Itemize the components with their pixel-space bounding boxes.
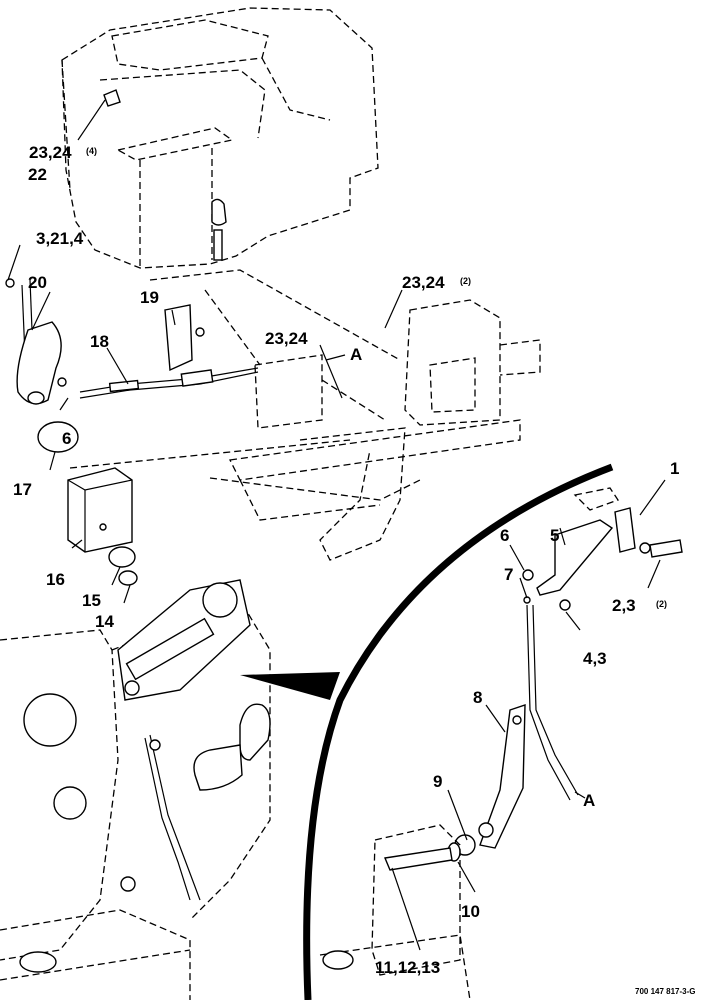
threaded-rod-icon <box>213 229 223 261</box>
drawing-part-number: 700 147 817-3-G <box>635 987 696 996</box>
callout-16: 16 <box>46 570 65 589</box>
callout-2-3-2-qty: (2) <box>656 599 667 609</box>
callout-4-3: 4,3 <box>583 649 607 668</box>
plate-1-icon <box>614 507 636 553</box>
bolt-11-icon <box>384 847 453 871</box>
callout-14: 14 <box>95 612 114 631</box>
callout-5: 5 <box>550 526 559 545</box>
callout-a-bottom: A <box>583 791 595 810</box>
shift-cable <box>79 367 259 399</box>
callout-labels: 23,24 (4) 22 3,21,4 20 19 18 6 17 16 15 … <box>13 143 679 977</box>
callout-23-24: 23,24 <box>265 329 308 348</box>
boot-icon <box>37 421 79 453</box>
console-housing <box>61 7 379 269</box>
callout-18: 18 <box>90 332 109 351</box>
bracket-19-icon <box>164 304 193 372</box>
callout-19: 19 <box>140 288 159 307</box>
bracket-8-icon <box>479 704 526 849</box>
callout-11-12-13: 11,12,13 <box>375 958 440 977</box>
console-bolt-icon <box>103 89 121 107</box>
shift-lever-assembly <box>5 198 227 453</box>
callout-6-right: 6 <box>500 526 509 545</box>
callout-6-left: 6 <box>62 429 71 448</box>
cover-box <box>67 467 138 586</box>
callout-8: 8 <box>473 688 482 707</box>
callout-23-24-4: 23,24 <box>29 143 72 162</box>
callout-10: 10 <box>461 902 480 921</box>
callout-3-21-4: 3,21,4 <box>36 229 84 248</box>
callout-a-top: A <box>350 345 362 364</box>
callout-22: 22 <box>28 165 47 184</box>
callout-7: 7 <box>504 565 513 584</box>
leader-lines <box>7 99 666 951</box>
callout-2-3-2: 2,3 <box>612 596 636 615</box>
knob-icon <box>211 198 227 226</box>
callout-23-24-4-qty: (4) <box>86 146 97 156</box>
callout-9: 9 <box>433 772 442 791</box>
nut-icon <box>118 570 138 586</box>
detail-view-border <box>303 463 614 1001</box>
grommet-icon <box>108 546 136 568</box>
callout-17: 17 <box>13 480 32 499</box>
callout-15: 15 <box>82 591 101 610</box>
transmission-housing <box>0 579 271 1000</box>
callout-23-24-2: 23,24 <box>402 273 445 292</box>
detail-assembly <box>319 487 683 1001</box>
detail-pointer <box>240 672 340 700</box>
callout-20: 20 <box>28 273 47 292</box>
bracket-5-icon <box>536 519 614 596</box>
mounting-frame <box>69 269 541 561</box>
callout-1: 1 <box>670 459 679 478</box>
callout-23-24-2-qty: (2) <box>460 276 471 286</box>
